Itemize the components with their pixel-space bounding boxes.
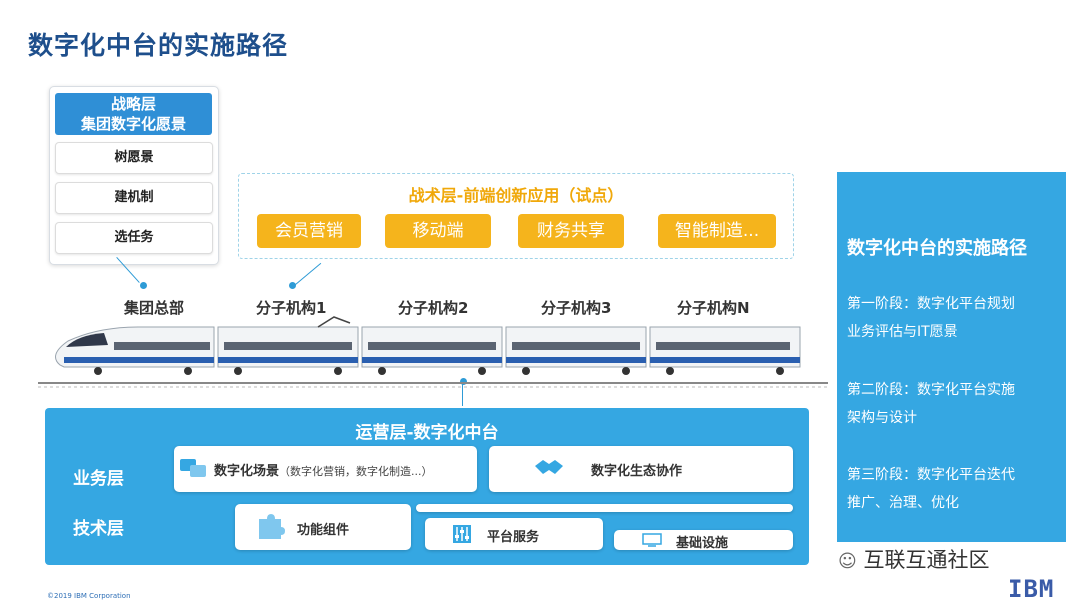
tactics-connector-line bbox=[293, 263, 321, 287]
page-title: 数字化中台的实施路径 bbox=[28, 26, 288, 62]
stage-2-line1: 第二阶段：数字化平台实施 bbox=[847, 376, 1062, 404]
strategy-layer-box: 战略层 集团数字化愿景 树愿景 建机制 选任务 bbox=[49, 86, 219, 265]
ecosystem-label: 数字化生态协作 bbox=[591, 460, 682, 479]
tech-layer-label: 技术层 bbox=[73, 514, 124, 539]
platform-services-card: 平台服务 bbox=[425, 518, 603, 550]
tactic-finance-sharing: 财务共享 bbox=[518, 214, 624, 248]
handshake-icon bbox=[533, 456, 565, 480]
strategy-heading-line2: 集团数字化愿景 bbox=[55, 114, 212, 134]
operations-title: 运营层-数字化中台 bbox=[45, 418, 809, 443]
digital-scene-text: 数字化场景（数字化营销，数字化制造...） bbox=[214, 460, 433, 479]
wechat-icon: ☺ bbox=[838, 551, 857, 572]
business-layer-label: 业务层 bbox=[73, 464, 124, 489]
infrastructure-card: 基础设施 bbox=[614, 530, 793, 550]
tactic-mobile: 移动端 bbox=[385, 214, 491, 248]
copyright-footer: ©2019 IBM Corporation bbox=[47, 592, 131, 600]
stage-3-line2: 推广、治理、优化 bbox=[847, 489, 1062, 517]
tactics-layer-box: 战术层-前端创新应用（试点） 会员营销 移动端 财务共享 智能制造... bbox=[238, 173, 794, 259]
ecosystem-card: 数字化生态协作 bbox=[489, 446, 793, 492]
components-card: 功能组件 bbox=[235, 504, 411, 550]
strategy-item-vision: 树愿景 bbox=[55, 142, 213, 174]
monitor-icon bbox=[642, 533, 662, 547]
digital-scene-title: 数字化场景 bbox=[214, 464, 279, 479]
stage-3-line1: 第三阶段：数字化平台迭代 bbox=[847, 461, 1062, 489]
stage-1-line2: 业务评估与IT愿景 bbox=[847, 318, 1062, 346]
tactic-member-marketing: 会员营销 bbox=[257, 214, 361, 248]
chat-bubbles-icon bbox=[180, 459, 208, 479]
tactics-connector-dot bbox=[289, 282, 296, 289]
stage-2-line2: 架构与设计 bbox=[847, 404, 1062, 432]
tactics-title: 战术层-前端创新应用（试点） bbox=[239, 182, 793, 206]
ibm-logo: IBM bbox=[1008, 575, 1054, 603]
stage-1: 第一阶段：数字化平台规划 业务评估与IT愿景 bbox=[847, 290, 1062, 346]
platform-services-label: 平台服务 bbox=[487, 526, 539, 545]
infrastructure-label: 基础设施 bbox=[676, 532, 728, 551]
sliders-icon bbox=[453, 525, 471, 543]
strategy-connector-dot bbox=[140, 282, 147, 289]
strategy-item-tasks: 选任务 bbox=[55, 222, 213, 254]
right-info-panel: 数字化中台的实施路径 第一阶段：数字化平台规划 业务评估与IT愿景 第二阶段：数… bbox=[837, 172, 1066, 542]
strategy-heading-line1: 战略层 bbox=[55, 94, 212, 114]
tactic-smart-manufacturing: 智能制造... bbox=[658, 214, 776, 248]
strategy-item-mechanism: 建机制 bbox=[55, 182, 213, 214]
watermark-text: 互联互通社区 bbox=[863, 548, 989, 572]
stage-1-line1: 第一阶段：数字化平台规划 bbox=[847, 290, 1062, 318]
puzzle-icon bbox=[257, 513, 285, 541]
tech-stack-bar bbox=[416, 504, 793, 512]
stage-3: 第三阶段：数字化平台迭代 推广、治理、优化 bbox=[847, 461, 1062, 517]
components-label: 功能组件 bbox=[297, 519, 349, 538]
digital-scene-note: （数字化营销，数字化制造...） bbox=[279, 465, 433, 478]
strategy-heading: 战略层 集团数字化愿景 bbox=[55, 93, 212, 135]
wechat-watermark: ☺ 互联互通社区 bbox=[838, 544, 989, 574]
train-illustration bbox=[38, 315, 828, 390]
digital-scene-card: 数字化场景（数字化营销，数字化制造...） bbox=[174, 446, 477, 492]
stage-2: 第二阶段：数字化平台实施 架构与设计 bbox=[847, 376, 1062, 432]
operations-layer-box: 运营层-数字化中台 业务层 技术层 数字化场景（数字化营销，数字化制造...） … bbox=[45, 408, 809, 565]
right-panel-title: 数字化中台的实施路径 bbox=[847, 234, 1027, 260]
